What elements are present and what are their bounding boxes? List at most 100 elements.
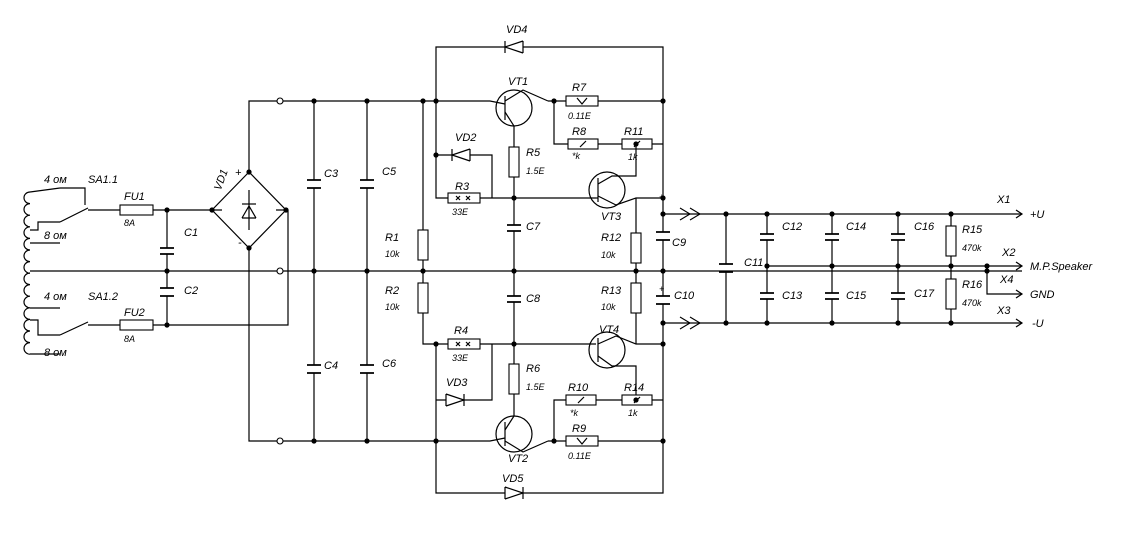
label-r10: R10 [568, 382, 589, 394]
capacitor-c5 [360, 101, 374, 271]
capacitor-c15 [825, 266, 839, 323]
switch-sa1-1 [59, 207, 120, 223]
label-r9: R9 [572, 423, 586, 435]
label-c5: C5 [382, 166, 397, 178]
resistor-r10 [553, 394, 663, 441]
diode-vd4 [435, 40, 664, 101]
label-r10-value: *k [570, 408, 579, 418]
label-c8: C8 [526, 293, 541, 305]
label-sa11: SA1.1 [88, 174, 118, 186]
label-x2: X2 [1001, 247, 1015, 259]
capacitor-c17 [891, 266, 905, 323]
label-vd1: VD1 [212, 168, 231, 192]
resistor-r3 [447, 192, 596, 204]
label-vd3: VD3 [446, 377, 468, 389]
label-vt3: VT3 [601, 211, 622, 223]
label-c10-plus: + [659, 284, 664, 294]
capacitor-c16 [891, 214, 905, 266]
label-minus-u: -U [1032, 318, 1044, 330]
diode-vd2 [435, 101, 493, 199]
diode-vd5 [435, 441, 664, 500]
label-vd4: VD4 [506, 24, 527, 36]
capacitor-c9 [656, 101, 670, 271]
label-r5: R5 [526, 147, 541, 159]
transistor-vt1 [440, 89, 663, 147]
transformer-secondary [23, 187, 1022, 355]
label-r11: R11 [624, 126, 643, 138]
labels: SA1.1 SA1.2 4 ом 8 ом 4 ом 8 ом FU1 8A F… [44, 24, 1094, 485]
switch-sa1-2 [59, 321, 120, 336]
capacitor-c13 [760, 266, 774, 323]
label-r11-value: 1k [628, 152, 638, 162]
label-vd5: VD5 [502, 473, 524, 485]
fuse-fu2 [119, 210, 289, 331]
resistor-r13 [630, 271, 642, 344]
label-x4: X4 [999, 274, 1013, 286]
label-c10: C10 [674, 290, 695, 302]
capacitor-c1 [160, 210, 174, 271]
label-r7-value: 0.11E [568, 111, 592, 121]
label-r6-value: 1.5E [526, 382, 546, 392]
terminal-arrows [986, 209, 1024, 328]
label-c9: C9 [672, 237, 686, 249]
label-vd1-plus: + [235, 167, 242, 179]
capacitor-c2 [160, 271, 174, 325]
capacitor-c4 [307, 271, 321, 441]
label-c6: C6 [382, 358, 397, 370]
resistor-r9 [565, 435, 599, 447]
label-x3: X3 [996, 305, 1011, 317]
label-c3: C3 [324, 168, 339, 180]
resistor-r16 [945, 266, 957, 323]
label-c7: C7 [526, 221, 541, 233]
label-ohm4b: 4 ом [44, 291, 67, 303]
label-r2-value: 10k [385, 302, 400, 312]
transistor-vt3 [588, 144, 663, 209]
label-x1: X1 [996, 194, 1010, 206]
resistor-r12 [630, 198, 642, 271]
resistor-r2 [417, 282, 448, 345]
resistor-r4 [447, 338, 596, 350]
label-c4: C4 [324, 360, 338, 372]
capacitor-c8 [507, 271, 521, 364]
label-c9-plus: + [659, 192, 664, 202]
capacitor-c14 [825, 214, 839, 266]
label-r2: R2 [385, 285, 399, 297]
label-r4: R4 [454, 325, 468, 337]
capacitor-c11 [719, 214, 733, 323]
label-vt1: VT1 [508, 76, 528, 88]
transistor-vt4 [588, 331, 663, 400]
label-r13: R13 [601, 285, 622, 297]
label-r12: R12 [601, 232, 621, 244]
label-vt4: VT4 [599, 324, 619, 336]
label-r15-value: 470k [962, 243, 982, 253]
label-c17: C17 [914, 288, 935, 300]
label-fu1: FU1 [124, 191, 145, 203]
label-r4-value: 33E [452, 353, 469, 363]
label-r7: R7 [572, 82, 587, 94]
label-r12-value: 10k [601, 250, 616, 260]
label-ohm8a: 8 ом [44, 230, 67, 242]
label-fu2-value: 8A [124, 334, 135, 344]
label-r1: R1 [385, 232, 399, 244]
capacitor-c6 [360, 271, 374, 441]
connector-plus [663, 207, 1022, 221]
label-fu2: FU2 [124, 307, 145, 319]
label-c14: C14 [846, 221, 866, 233]
label-r3: R3 [455, 181, 470, 193]
label-c2: C2 [184, 285, 198, 297]
label-r9-value: 0.11E [568, 451, 592, 461]
label-r13-value: 10k [601, 302, 616, 312]
label-r14-value: 1k [628, 408, 638, 418]
fuse-fu1 [119, 204, 212, 216]
resistor-r15 [945, 214, 957, 266]
resistor-r7 [565, 95, 599, 107]
label-plus-u: +U [1030, 209, 1044, 221]
label-vt2: VT2 [508, 453, 528, 465]
label-fu1-value: 8A [124, 218, 135, 228]
label-r1-value: 10k [385, 249, 400, 259]
label-ohm8b: 8 ом [44, 347, 67, 359]
transistor-vt2 [440, 415, 663, 453]
label-vd1-minus: - [238, 237, 242, 249]
